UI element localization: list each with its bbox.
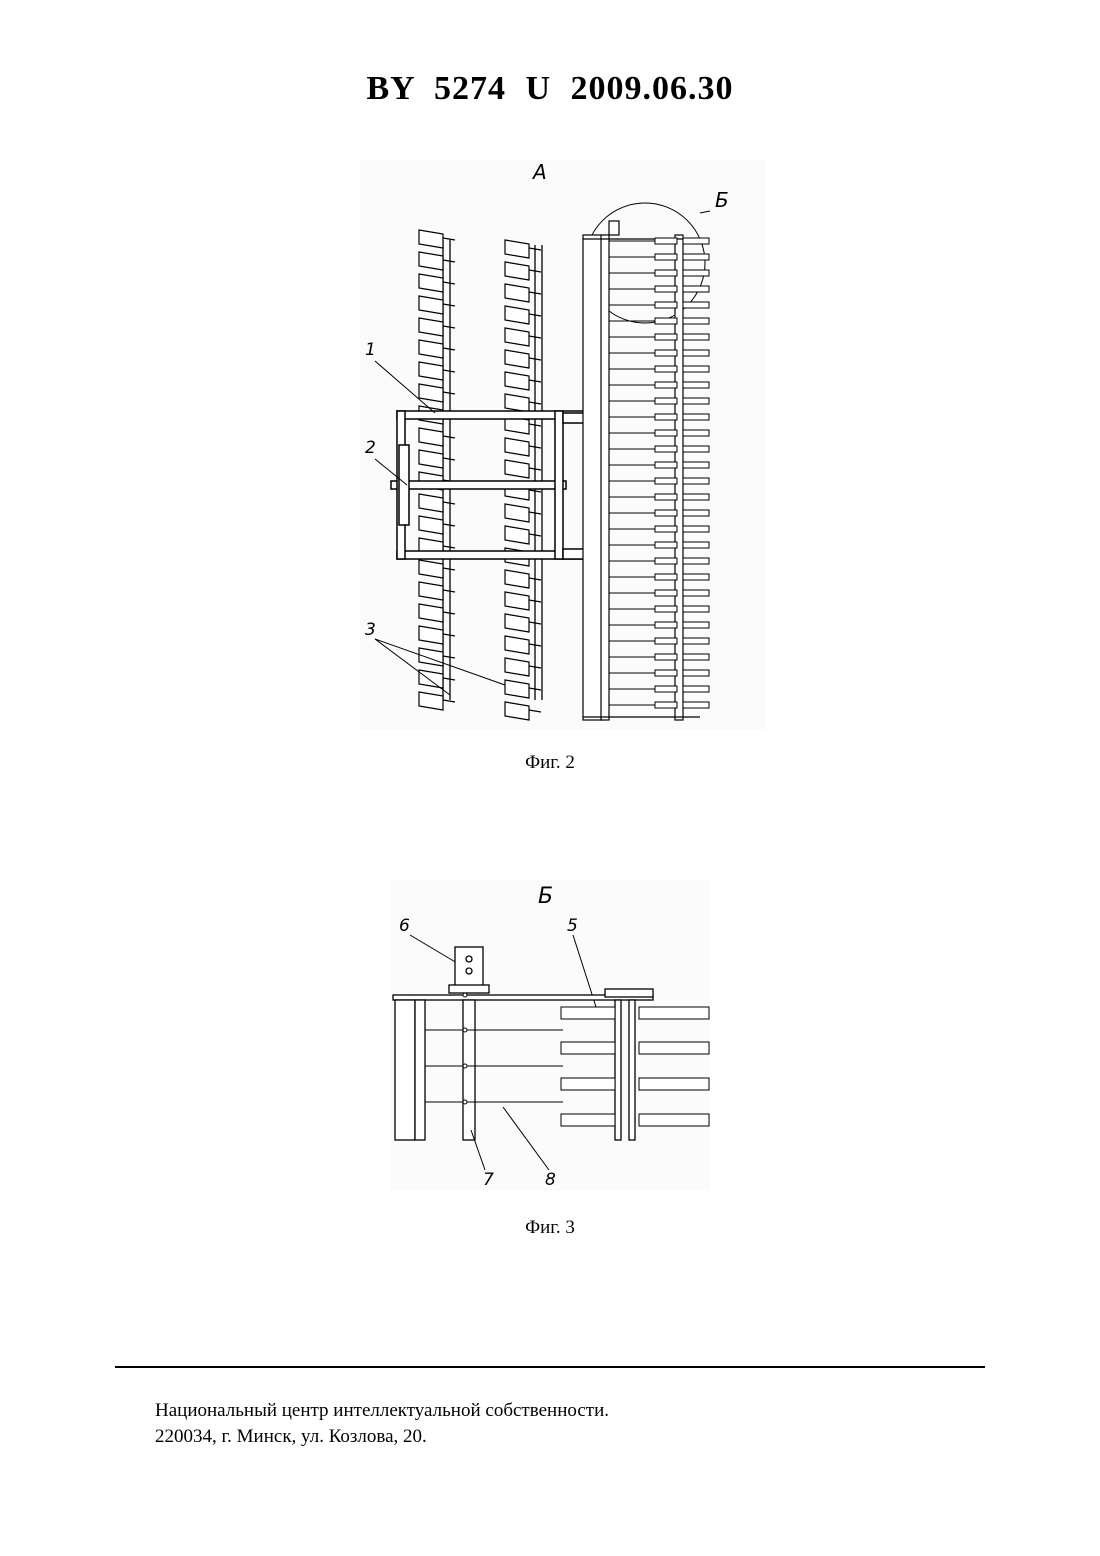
roller-plate <box>655 542 677 548</box>
roller-plate <box>655 414 677 420</box>
roller-plate <box>683 462 709 468</box>
roller-plate <box>655 622 677 628</box>
roller-plate <box>655 430 677 436</box>
roller-plate <box>683 430 709 436</box>
roller-plate <box>683 670 709 676</box>
fig2-detail-label: Б <box>715 188 729 212</box>
fig2-callout-3: 3 <box>365 620 376 640</box>
bar-plate <box>561 1114 615 1126</box>
roller-plate <box>683 334 709 340</box>
bar-plate <box>639 1114 709 1126</box>
roller-plate <box>655 254 677 260</box>
footer-divider <box>115 1366 985 1368</box>
roller-plate <box>683 414 709 420</box>
roller-plate <box>683 398 709 404</box>
roller-plate <box>683 238 709 244</box>
roller-plate <box>683 270 709 276</box>
fig3-view-label: Б <box>538 884 553 909</box>
roller-plate <box>655 510 677 516</box>
roller-plate <box>683 702 709 708</box>
roller-plate <box>655 654 677 660</box>
roller-plate <box>683 606 709 612</box>
fig3-callout-6: 6 <box>399 916 410 936</box>
roller-plate <box>683 446 709 452</box>
rod-pin <box>463 1064 467 1068</box>
roller-plate <box>683 686 709 692</box>
roller-plate <box>655 526 677 532</box>
roller-plate <box>655 702 677 708</box>
roller-plate <box>683 382 709 388</box>
roller-plate <box>683 510 709 516</box>
fig2-callout-1: 1 <box>365 340 376 360</box>
fig2-view-label: А <box>531 160 547 184</box>
figure-2-drawing: А Б 1 2 3 <box>355 155 775 735</box>
roller-plate <box>683 526 709 532</box>
roller-plate <box>655 398 677 404</box>
roller-plate <box>655 238 677 244</box>
figure-2-caption: Фиг. 2 <box>0 752 1100 774</box>
bar-plate <box>561 1078 615 1090</box>
roller-plate <box>683 542 709 548</box>
roller-plate <box>655 334 677 340</box>
roller-plate <box>655 446 677 452</box>
footer-line-2: 220034, г. Минск, ул. Козлова, 20. <box>155 1424 609 1450</box>
rod-pin <box>463 1028 467 1032</box>
roller-plate <box>655 462 677 468</box>
roller-plate <box>683 366 709 372</box>
roller-plate <box>683 350 709 356</box>
bar-plate <box>639 1042 709 1054</box>
fig2-callout-2: 2 <box>365 438 376 458</box>
roller-plate <box>655 670 677 676</box>
roller-plate <box>655 302 677 308</box>
roller-plate <box>683 638 709 644</box>
roller-plate <box>655 638 677 644</box>
rod-pin <box>463 993 467 997</box>
rod-pin <box>463 1100 467 1104</box>
roller-plate <box>655 494 677 500</box>
roller-plate <box>655 350 677 356</box>
roller-plate <box>683 302 709 308</box>
roller-plate <box>683 558 709 564</box>
bar-plate <box>561 1007 615 1019</box>
roller-plate <box>683 318 709 324</box>
roller-plate <box>655 382 677 388</box>
roller-plate <box>655 590 677 596</box>
roller-plate <box>655 366 677 372</box>
roller-plate <box>655 318 677 324</box>
roller-plate <box>655 686 677 692</box>
roller-plate <box>683 286 709 292</box>
publisher-footer: Национальный центр интеллектуальной собс… <box>155 1398 609 1450</box>
roller-plate <box>655 286 677 292</box>
bar-plate <box>639 1007 709 1019</box>
roller-plate <box>655 558 677 564</box>
fig3-callout-8: 8 <box>545 1170 556 1190</box>
document-header: BY 5274 U 2009.06.30 <box>0 70 1100 108</box>
roller-plate <box>683 478 709 484</box>
roller-plate <box>683 574 709 580</box>
roller-plate <box>683 622 709 628</box>
roller-plate <box>655 574 677 580</box>
figure-3-drawing: Б 6 5 7 8 <box>385 875 715 1195</box>
bar-plate <box>561 1042 615 1054</box>
fig3-callout-5: 5 <box>567 916 578 936</box>
figure-3-caption: Фиг. 3 <box>0 1217 1100 1239</box>
roller-plate <box>655 606 677 612</box>
roller-plate <box>683 494 709 500</box>
roller-plate <box>655 478 677 484</box>
roller-plate <box>683 654 709 660</box>
roller-plate <box>655 270 677 276</box>
bar-plate <box>639 1078 709 1090</box>
fig3-callout-7: 7 <box>483 1170 494 1190</box>
footer-line-1: Национальный центр интеллектуальной собс… <box>155 1398 609 1424</box>
roller-plate <box>683 590 709 596</box>
roller-plate <box>683 254 709 260</box>
